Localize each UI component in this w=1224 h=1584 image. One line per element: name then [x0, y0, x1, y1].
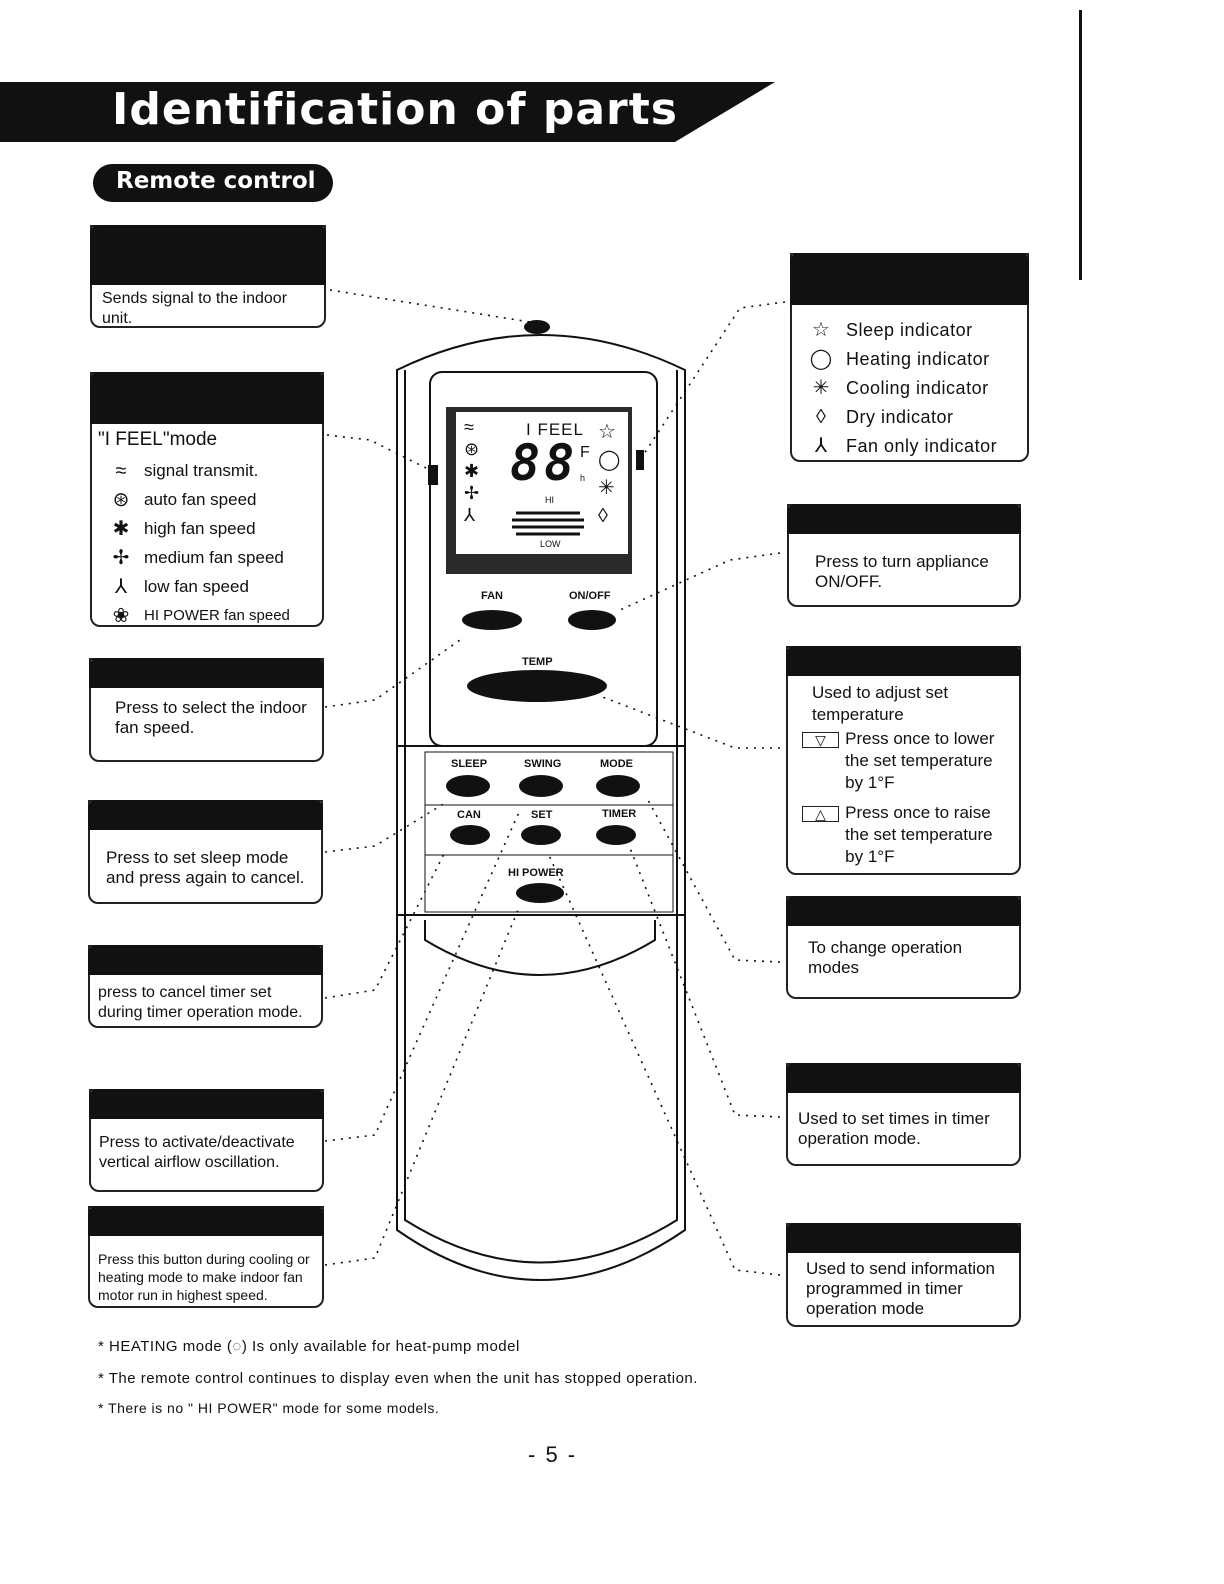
indicator-label: Fan only indicator [846, 435, 998, 456]
can-text: press to cancel timer set during timer o… [98, 984, 303, 1021]
raise-temp-icon: △ [802, 806, 840, 822]
hipower-callout: Press this button during cooling or heat… [88, 1206, 324, 1308]
timer-button[interactable]: TIMER [602, 808, 637, 820]
timer-text: Used to set times in timer operation mod… [798, 1109, 990, 1148]
cooling-indicator-icon: ✳ [812, 376, 830, 399]
transmitter-callout: Sends signal to the indoor unit. [90, 225, 326, 328]
footnote: * HEATING mode (◌) Is only available for… [98, 1338, 520, 1355]
temp-callout: Used to adjust set temperature ▽ Press o… [786, 646, 1021, 875]
section-pill [93, 164, 333, 202]
display-callout: "I FEEL"mode ≈ signal transmit. ⊛ auto fan… [90, 372, 324, 627]
page-title: Identification of parts [112, 84, 678, 135]
fan-only-indicator-icon: ⅄ [814, 434, 828, 457]
fan-text: Press to select the indoor fan speed. [115, 698, 307, 737]
display-low: LOW [540, 539, 561, 549]
medium-fan-icon: ✢ [112, 546, 130, 569]
indicators-callout: ☆ Sleep indicator ◯ Heating indicator ✳ Coo… [790, 253, 1029, 462]
display-item-label: HI POWER fan speed [144, 606, 290, 624]
sleep-text: Press to set sleep mode and press again … [106, 848, 305, 887]
display-unit: F [580, 444, 590, 461]
onoff-button[interactable]: ON/OFF [569, 590, 611, 602]
title-banner [0, 82, 775, 142]
display-item-label: medium fan speed [144, 547, 284, 567]
indicator-label: Dry indicator [846, 406, 954, 427]
temp-raise-text: Press once to raise the set temperature … [845, 803, 993, 866]
swing-button[interactable]: SWING [524, 758, 562, 770]
transmitter-text: Sends signal to the indoor unit. [102, 290, 288, 327]
indicator-label: Sleep indicator [846, 319, 973, 340]
mode-button[interactable]: MODE [600, 758, 633, 770]
mode-text: To change operation modes [808, 938, 963, 977]
margin-bar [1079, 10, 1082, 280]
sleep-button[interactable]: SLEEP [451, 758, 488, 770]
section-title: Remote control [116, 168, 316, 194]
footnote-bullet: * [98, 1400, 104, 1416]
display-item-label: signal transmit. [144, 460, 259, 480]
low-fan-icon: ⅄ [114, 575, 128, 598]
can-callout: press to cancel timer set during timer o… [88, 945, 323, 1028]
heating-indicator-icon: ◯ [809, 347, 833, 370]
fan-button[interactable]: FAN [481, 590, 503, 602]
temp-intro: Used to adjust set temperature [812, 683, 949, 724]
display-digits: 88 [510, 434, 579, 492]
high-fan-icon: ✱ [112, 517, 130, 540]
footnote-bullet: * [98, 1338, 105, 1355]
hipower-text: Press this button during cooling or heat… [98, 1251, 310, 1303]
set-callout: Used to send information programmed in t… [786, 1223, 1021, 1327]
fan-callout: Press to select the indoor fan speed. [89, 658, 324, 762]
indicator-label: Heating indicator [846, 348, 990, 369]
hipower-button[interactable]: HI POWER [508, 867, 564, 879]
indicator-label: Cooling indicator [846, 377, 989, 398]
temp-lower-text: Press once to lower the set temperature … [845, 729, 995, 792]
ifeel-heading: "I FEEL"mode [98, 429, 218, 450]
display-h: h [580, 473, 586, 483]
lower-temp-icon: ▽ [802, 732, 840, 748]
timer-callout: Used to set times in timer operation mod… [786, 1063, 1021, 1166]
display-hi: HI [545, 495, 554, 505]
footnote: * There is no " HI POWER" mode for some … [98, 1400, 440, 1416]
temp-button[interactable]: TEMP [522, 656, 553, 668]
onoff-text: Press to turn appliance ON/OFF. [815, 552, 989, 591]
display-ifeel-text: I FEEL [526, 420, 584, 439]
swing-callout: Press to activate/deactivate vertical ai… [89, 1089, 324, 1192]
display-left-icons: ≈⊛✱✢⅄ [464, 417, 480, 525]
mode-callout: To change operation modes [786, 896, 1021, 999]
auto-fan-icon: ⊛ [112, 488, 130, 511]
footnote-bullet: * [98, 1370, 105, 1387]
sleep-callout: Press to set sleep mode and press again … [88, 800, 323, 904]
display-item-label: low fan speed [144, 576, 249, 596]
hi-power-fan-icon: ❀ [112, 604, 130, 627]
page-number: - 5 - [528, 1442, 578, 1467]
can-button[interactable]: CAN [457, 809, 481, 821]
set-button[interactable]: SET [531, 809, 553, 821]
swing-text: Press to activate/deactivate vertical ai… [99, 1134, 295, 1171]
display-item-label: high fan speed [144, 518, 256, 538]
set-text: Used to send information programmed in t… [806, 1259, 995, 1318]
dry-indicator-icon: ◊ [816, 405, 826, 428]
sleep-indicator-icon: ☆ [812, 318, 830, 341]
footnote: * The remote control continues to displa… [98, 1370, 698, 1387]
display-right-icons: ☆◯✳◊ [598, 421, 621, 527]
display-item-label: auto fan speed [144, 489, 257, 509]
signal-transmit-icon: ≈ [115, 459, 127, 482]
onoff-callout: Press to turn appliance ON/OFF. [787, 504, 1021, 607]
